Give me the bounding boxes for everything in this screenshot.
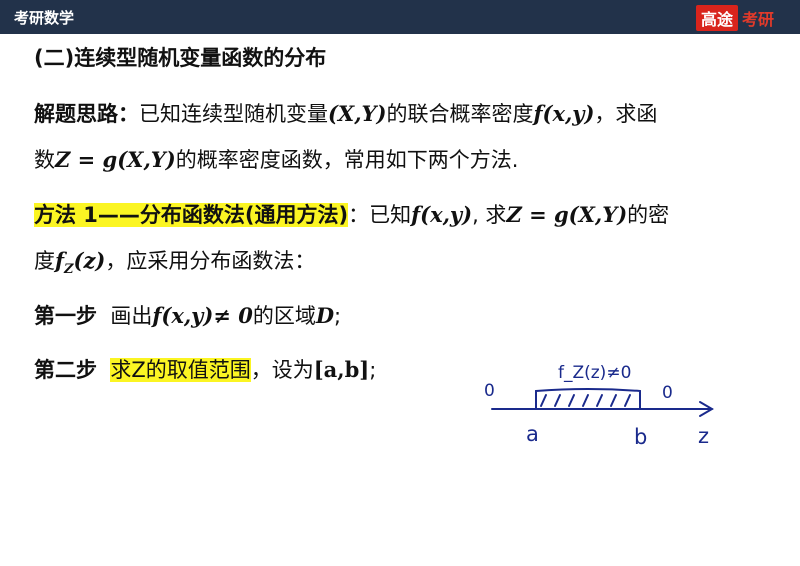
app-title: 考研数学 [14, 9, 75, 27]
idea-text-4: 数 [34, 148, 55, 172]
step1-math-f: f(x,y)≠ 0 [152, 303, 253, 328]
idea-math-xy: (X,Y) [328, 101, 387, 126]
method1-line-2: 度fZ(z)，应采用分布函数法： [34, 247, 315, 284]
sketch-label-a: a [526, 422, 539, 446]
interval-bracket [535, 388, 641, 410]
hatch-marks [540, 394, 631, 407]
step2-text-2: ; [369, 358, 377, 382]
method1-text-4: 度 [34, 249, 55, 273]
idea-math-f: f(x,y) [533, 101, 595, 126]
brand-logo: 高途 考研 [695, 5, 774, 31]
brand-box: 高途 [695, 5, 738, 31]
sketch-right-zero: 0 [662, 383, 673, 403]
method1-line-1: 方法 1——分布函数法(通用方法)：已知f(x,y), 求Z = g(X,Y)的… [34, 201, 669, 229]
sketch-label-z: z [698, 424, 709, 448]
idea-text-2: 的联合概率密度 [386, 102, 534, 126]
idea-text-1: 已知连续型随机变量 [139, 102, 328, 126]
method1-math-fz: f [55, 248, 65, 273]
idea-line-1: 解题思路：已知连续型随机变量(X,Y)的联合概率密度f(x,y)，求函 [34, 100, 657, 128]
step1-line: 第一步 画出f(x,y)≠ 0的区域D; [34, 302, 341, 330]
step2-line: 第二步 求Z的取值范围，设为[a,b]; [34, 356, 376, 384]
idea-text-5: 的概率密度函数，常用如下两个方法. [175, 148, 519, 172]
sketch-annotation: f_Z(z)≠0 [558, 363, 631, 383]
method1-text-1: ：已知 [348, 203, 412, 227]
top-bar: 考研数学 高途 考研 [0, 0, 800, 34]
step2-math-ab: [a,b] [313, 357, 370, 382]
method1-math-fz-sub: Z [64, 262, 74, 278]
step1-text-1: 画出 [110, 304, 153, 328]
arrow-head [699, 401, 714, 417]
method1-text-3: 的密 [627, 203, 670, 227]
step1-text-3: ; [334, 304, 342, 328]
idea-math-z: Z = g(X,Y) [55, 147, 176, 172]
section-title: (二)连续型随机变量函数的分布 [34, 46, 327, 70]
idea-line-2: 数Z = g(X,Y)的概率密度函数，常用如下两个方法. [34, 146, 518, 174]
step1-math-d: D [315, 303, 335, 328]
sketch-label-b: b [634, 425, 647, 449]
step2-text-1: ，设为 [250, 358, 314, 382]
step1-label: 第一步 [34, 304, 97, 328]
step2-highlight: 求Z的取值范围 [110, 358, 251, 382]
sketch-left-zero: 0 [484, 381, 495, 401]
idea-label: 解题思路： [34, 102, 139, 126]
step2-label: 第二步 [34, 358, 97, 382]
step1-text-2: 的区域 [252, 304, 316, 328]
method1-math-z: Z = g(X,Y) [506, 202, 628, 227]
method1-math-fz-arg: (z) [73, 248, 106, 273]
method1-text-2: , 求 [472, 203, 507, 227]
method1-label: 方法 1——分布函数法(通用方法) [34, 203, 349, 227]
method1-text-5: ，应采用分布函数法： [105, 249, 316, 273]
idea-text-3: ，求函 [594, 102, 658, 126]
brand-text: 考研 [741, 10, 774, 29]
method1-math-f: f(x,y) [411, 202, 473, 227]
